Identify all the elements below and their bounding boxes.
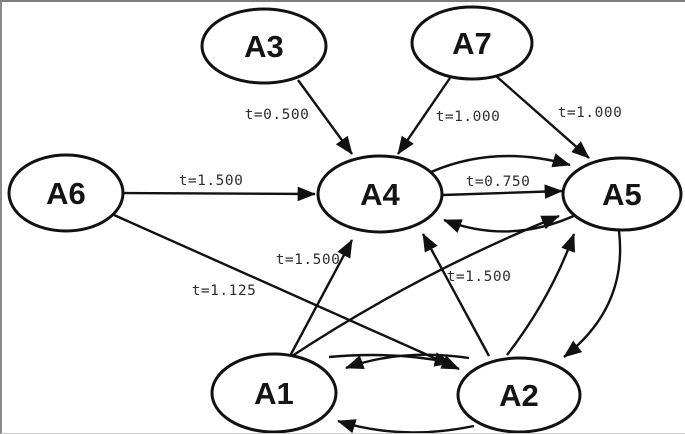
edge-label-a4-to-a5: t=0.750 bbox=[466, 174, 531, 190]
edge-a1-to-a4 bbox=[288, 239, 354, 357]
edge-a2-to-a5 bbox=[506, 233, 576, 356]
edge-label-a6-to-a4: t=1.500 bbox=[179, 173, 244, 189]
edge-a3-to-a4 bbox=[297, 79, 353, 155]
edge-a2-to-a4 bbox=[421, 233, 491, 357]
edge-layer bbox=[113, 75, 622, 433]
node-a3-label: A3 bbox=[244, 29, 284, 64]
edge-a5-to-a2 bbox=[563, 230, 622, 358]
edge-label-a2-to-a4: t=1.500 bbox=[447, 269, 512, 285]
node-a6-ellipse bbox=[7, 153, 125, 233]
edge-a5-to-a4 bbox=[443, 211, 581, 233]
edge-label-a7-to-a5: t=1.000 bbox=[558, 105, 623, 121]
edge-a7-to-a5 bbox=[495, 75, 590, 159]
edge-a1-to-a2 bbox=[328, 352, 453, 367]
edge-a2-to-a1 bbox=[337, 419, 475, 433]
node-a1-ellipse bbox=[210, 352, 338, 433]
node-a5-label: A5 bbox=[602, 177, 642, 212]
node-a6-label: A6 bbox=[46, 176, 86, 211]
edge-a1-to-a5 bbox=[288, 214, 560, 360]
node-a7-label: A7 bbox=[452, 26, 492, 61]
node-a5-ellipse bbox=[561, 156, 683, 232]
node-a3-ellipse bbox=[200, 7, 328, 85]
edge-label-layer: t=0.500 t=1.000 t=1.000 t=1.500 t=1.125 t=0.7… bbox=[179, 105, 623, 299]
edge-label-a7-to-a4: t=1.000 bbox=[436, 109, 501, 125]
node-a7-ellipse bbox=[410, 5, 534, 81]
node-a2-label: A2 bbox=[499, 378, 539, 413]
edge-a7-to-a4 bbox=[397, 77, 451, 155]
edge-a6-to-a2 bbox=[113, 213, 460, 371]
node-a4-label: A4 bbox=[360, 177, 400, 212]
node-a2-ellipse bbox=[456, 356, 582, 433]
edge-label-a1-to-a4: t=1.500 bbox=[276, 252, 341, 268]
edge-a2-to-a1 bbox=[345, 353, 470, 370]
edge-a6-to-a4 bbox=[123, 186, 316, 202]
edge-a4-to-a5 bbox=[430, 153, 571, 174]
node-a1-label: A1 bbox=[254, 376, 294, 411]
edge-label-a6-to-a2: t=1.125 bbox=[192, 283, 257, 299]
edge-a4-to-a5 bbox=[442, 184, 563, 199]
node-a4-ellipse bbox=[316, 154, 444, 234]
edge-label-a3-to-a4: t=0.500 bbox=[245, 107, 310, 123]
